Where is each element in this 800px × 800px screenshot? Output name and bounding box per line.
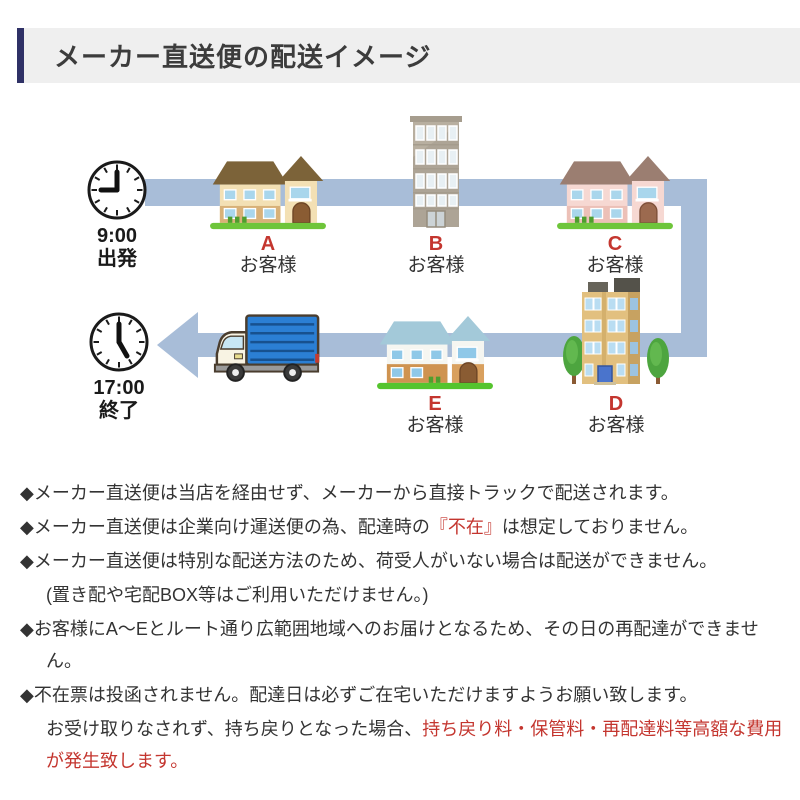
note-special-delivery: ◆メーカー直送便は特別な配送方法のため、荷受人がいない場合は配送ができません。 [20, 545, 792, 577]
office-building-icon [563, 278, 669, 385]
note-text: ◆メーカー直送便は当店を経由せず、メーカーから直接トラックで配送されます。 [20, 483, 679, 503]
clock-icon [89, 312, 149, 372]
house-icon [377, 316, 493, 390]
stop-letter: C [607, 233, 623, 255]
office-building-icon [410, 116, 462, 228]
note-absence-slip-cont: お受け取りなされず、持ち戻りとなった場合、持ち戻り料・保管料・再配達料等高額な費… [20, 713, 792, 777]
note-text: お受け取りなされず、持ち戻りとなった場合、 [46, 719, 423, 739]
note-text: ◆メーカー直送便は企業向け運送便の為、配達時の [20, 517, 430, 537]
note-business-carrier: ◆メーカー直送便は企業向け運送便の為、配達時の『不在』は想定しておりません。 [20, 511, 792, 543]
stop-letter: B [428, 233, 444, 255]
note-special-delivery-cont: (置き配や宅配BOX等はご利用いただけません。) [20, 579, 792, 611]
note-route-redelivery: ◆お客様にA〜Eとルート通り広範囲地域へのお届けとなるため、その日の再配達ができ… [20, 613, 792, 677]
note-text-red: 持ち戻り料・保管料・再配達料等高額な費用が発生致します。 [46, 719, 783, 771]
departure-time: 9:00 [96, 225, 138, 247]
stop-letter: D [608, 393, 624, 415]
notes-section: ◆メーカー直送便は当店を経由せず、メーカーから直接トラックで配送されます。 ◆メ… [20, 477, 792, 779]
note-text: ◆メーカー直送便は特別な配送方法のため、荷受人がいない場合は配送ができません。 [20, 551, 718, 571]
end-time: 17:00 [93, 377, 145, 399]
departure-label: 出発 [97, 248, 137, 270]
route-band-right [681, 179, 707, 357]
note-text: ◆不在票は投函されません。配達日は必ずご在宅いただけますようお願い致します。 [20, 685, 698, 705]
stop-label: お客様 [587, 415, 645, 436]
stop-a: A お客様 [209, 148, 327, 276]
note-text-red: 『不在』 [429, 517, 502, 537]
stop-d: D お客様 [560, 274, 672, 436]
stop-c: C お客様 [556, 148, 674, 276]
stop-label: お客様 [407, 255, 465, 276]
note-absence-slip: ◆不在票は投函されません。配達日は必ずご在宅いただけますようお願い致します。 [20, 679, 792, 711]
stop-letter: A [260, 233, 276, 255]
note-text: ◆お客様にA〜Eとルート通り広範囲地域へのお届けとなるため、その日の再配達ができ… [20, 619, 759, 671]
clock-icon [87, 160, 147, 220]
end-timepoint: 17:00 終了 [87, 310, 151, 423]
note-text: は想定しておりません。 [501, 517, 699, 537]
note-text: (置き配や宅配BOX等はご利用いただけません。) [46, 585, 429, 605]
route-arrow-icon [157, 312, 198, 378]
stop-label: お客様 [586, 255, 644, 276]
stop-label: お客様 [239, 255, 297, 276]
departure-timepoint: 9:00 出発 [85, 158, 149, 271]
stop-label: お客様 [406, 415, 464, 436]
delivery-route-diagram: 9:00 出発 17: [0, 100, 800, 478]
note-maker-direct: ◆メーカー直送便は当店を経由せず、メーカーから直接トラックで配送されます。 [20, 477, 792, 509]
stop-letter: E [428, 393, 442, 415]
stop-e: E お客様 [376, 308, 494, 436]
house-icon [557, 156, 673, 230]
truck-icon [210, 312, 324, 387]
page-title: メーカー直送便の配送イメージ [54, 42, 432, 72]
end-label: 終了 [99, 400, 139, 422]
section-header: メーカー直送便の配送イメージ [17, 28, 800, 83]
house-icon [210, 156, 326, 230]
stop-b: B お客様 [404, 112, 468, 276]
